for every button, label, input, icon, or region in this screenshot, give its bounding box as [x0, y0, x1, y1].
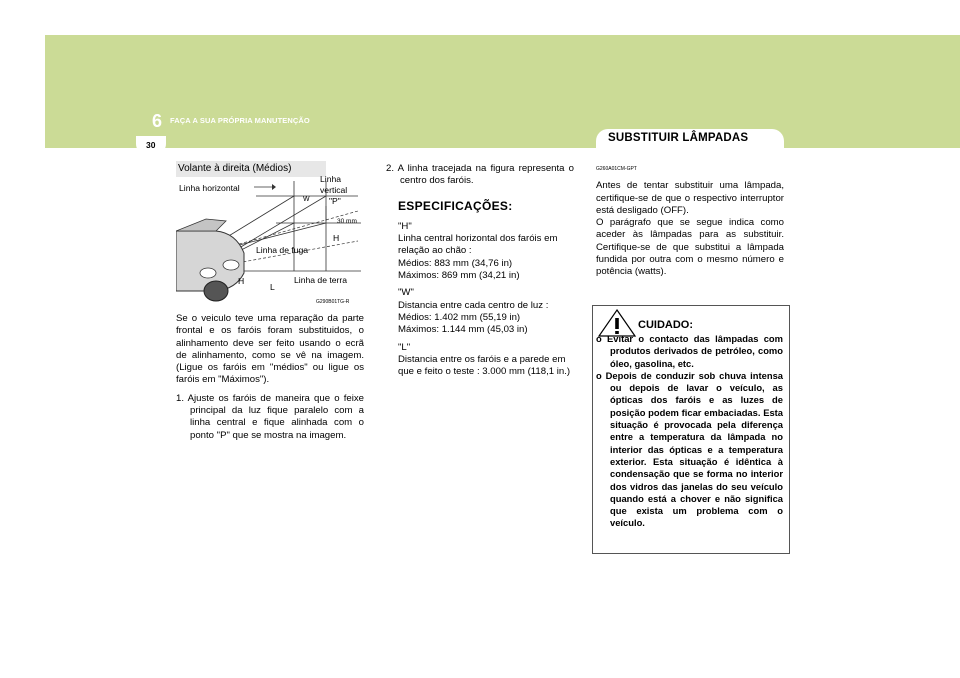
column-right: G260A01CM-GPT Antes de tentar substituir…	[596, 163, 784, 279]
column-middle: 2. A linha tracejada na figura represent…	[386, 163, 574, 378]
spec-w-desc: Distancia entre cada centro de luz :	[398, 299, 549, 311]
section-code: G260A01CM-GPT	[596, 166, 637, 172]
page-number: 30	[146, 140, 156, 150]
alignment-diagram	[176, 161, 364, 311]
label-h-right: H	[333, 233, 340, 243]
figure-code: G290B01TG-R	[316, 299, 350, 305]
page-number-tab	[136, 136, 166, 154]
chapter-number: 6	[152, 111, 163, 131]
spec-h-desc: Linha central horizontal dos faróis em r…	[398, 233, 558, 257]
label-point-p: "P"	[329, 196, 341, 206]
section-title: SUBSTITUIR LÂMPADAS	[608, 132, 749, 144]
figure-title: Volante à direita (Médios)	[178, 163, 292, 174]
label-30mm: 30 mm	[337, 218, 357, 225]
warning-icon	[597, 308, 637, 337]
label-h-left: H	[238, 276, 245, 286]
spec-list: "H" Linha central horizontal dos faróis …	[386, 221, 574, 379]
paragraph-1: Antes de tentar substituir uma lâmpada, …	[596, 180, 784, 216]
spec-l-desc: Distancia entre os faróis e a parede em …	[398, 353, 571, 378]
label-linha-de-terra: Linha de terra	[294, 275, 348, 285]
car-illustration	[176, 218, 245, 302]
label-linha-vertical-2: vertical	[320, 185, 348, 195]
spec-w-label: "W"	[398, 287, 414, 299]
caution-list: o Evitar o contacto das lâmpadas com pro…	[596, 333, 783, 530]
caution-item-2: o Depois de conduzir sob chuva intensa o…	[596, 369, 783, 529]
intro-paragraph: Se o veiculo teve uma reparação da parte…	[176, 313, 364, 386]
label-l: L	[270, 282, 275, 292]
headlight-alignment-figure: Volante à direita (Médios) Linha horizon…	[176, 161, 364, 311]
label-linha-de-fuga: Linha de fuga	[256, 245, 309, 255]
spec-w-max: Máximos: 1.144 mm (45,03 in)	[398, 324, 528, 336]
spec-heading: ESPECIFICAÇÕES:	[398, 198, 513, 213]
caution-item-1: o Evitar o contacto das lâmpadas com pro…	[596, 333, 783, 369]
section-tab	[596, 129, 784, 155]
chapter-title: FAÇA A SUA PRÓPRIA MANUTENÇÃO	[170, 116, 310, 125]
spec-w-med: Médios: 1.402 mm (55,19 in)	[398, 311, 521, 323]
paragraph-2: O parágrafo que se segue indica como ace…	[596, 217, 784, 278]
label-linha-horizontal: Linha horizontal	[179, 183, 240, 193]
caution-box	[592, 305, 790, 554]
spec-l-label: "L"	[398, 341, 411, 353]
step-1: 1. Ajuste os faróis de maneira que o fei…	[176, 392, 364, 441]
column-left: Se o veiculo teve uma reparação da parte…	[176, 313, 364, 442]
caution-title: CUIDADO:	[638, 319, 693, 331]
label-linha-vertical-1: Linha	[320, 174, 342, 184]
spec-h-med: Médios: 883 mm (34,76 in)	[398, 257, 513, 269]
spec-h-max: Máximos: 869 mm (34,21 in)	[398, 270, 520, 282]
header-band	[45, 35, 960, 157]
spec-h-label: "H"	[398, 220, 412, 232]
label-w: W	[303, 196, 310, 203]
step-2: 2. A linha tracejada na figura represent…	[386, 163, 574, 187]
